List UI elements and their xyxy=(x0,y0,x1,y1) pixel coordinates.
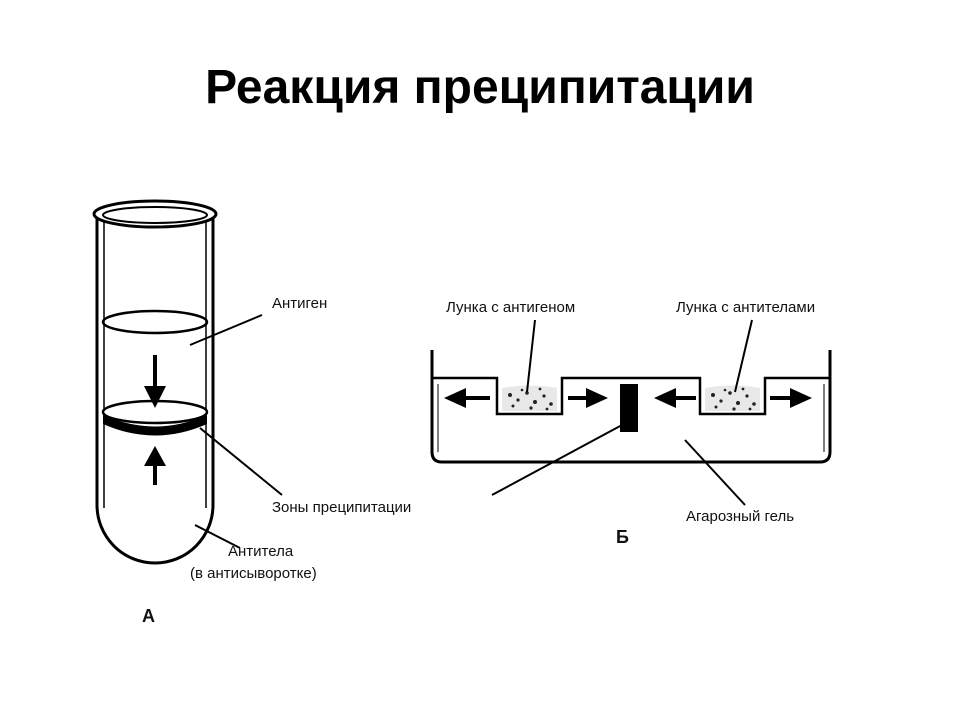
arrow-down-icon xyxy=(144,355,166,408)
dish-outline xyxy=(430,350,832,464)
leader-well-antibodies xyxy=(734,319,753,393)
gel-surface xyxy=(432,376,830,416)
arrow-up-icon xyxy=(144,446,166,485)
label-precip-zones: Зоны преципитации xyxy=(272,499,411,516)
leader-precip-a xyxy=(199,427,283,496)
arrow-left-icon xyxy=(654,388,696,408)
label-antibodies: Антитела xyxy=(228,543,294,560)
leader-antigen xyxy=(189,314,263,346)
arrow-right-icon xyxy=(568,388,608,408)
arrow-left-icon xyxy=(444,388,490,408)
well-antigen xyxy=(502,385,557,411)
antigen-surface xyxy=(101,309,209,335)
tube-outline xyxy=(95,216,215,565)
leader-agarose xyxy=(684,439,746,506)
label-antigen: Антиген xyxy=(272,295,327,312)
precipitation-band xyxy=(103,415,207,436)
panel-a-letter: А xyxy=(142,606,155,626)
well-antibodies xyxy=(705,385,760,411)
gel-dish xyxy=(430,350,832,464)
precipitation-line xyxy=(620,384,638,432)
leader-precip-b xyxy=(491,424,623,496)
slide-title: Реакция преципитации xyxy=(205,61,755,114)
label-well-antigen: Лунка с антигеном xyxy=(446,299,575,316)
panel-b-letter: Б xyxy=(616,527,629,547)
test-tube xyxy=(92,199,218,565)
label-agarose: Агарозный гель xyxy=(686,508,794,525)
arrow-right-icon xyxy=(770,388,812,408)
tube-rim-inner xyxy=(102,206,208,224)
leader-antibodies xyxy=(194,524,241,549)
label-antiserum: (в антисыворотке) xyxy=(190,565,317,582)
leader-well-antigen xyxy=(526,319,536,393)
label-well-antibodies: Лунка с антителами xyxy=(676,299,815,316)
